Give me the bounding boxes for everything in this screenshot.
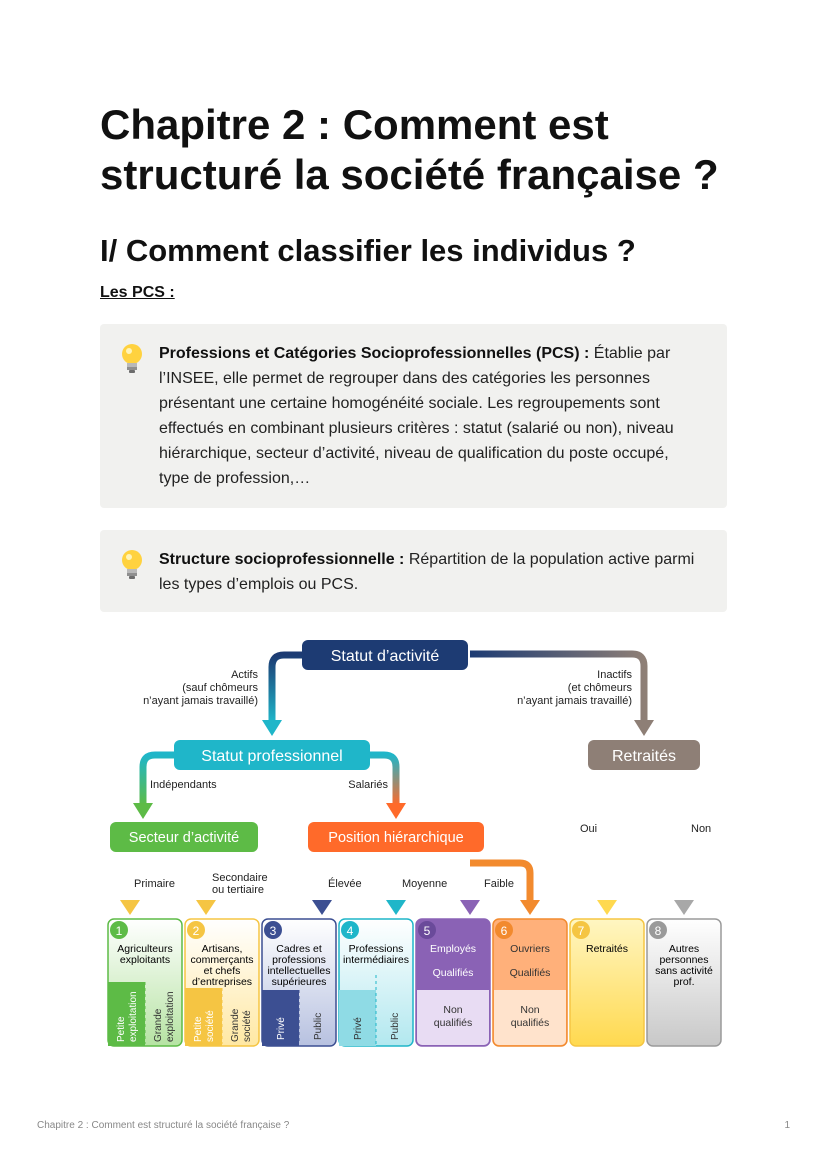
svg-text:2: 2 [193,924,200,938]
svg-text:intellectuelles: intellectuelles [267,965,330,977]
svg-text:intermédiaires: intermédiaires [343,954,409,966]
callout-structure-definition: Structure socioprofessionnelle : Réparti… [100,530,727,612]
svg-text:sans activité: sans activité [655,965,713,977]
pcs-category-3: 3 Cadres et professions intellectuelles … [261,918,337,1047]
svg-text:exploitation: exploitation [128,991,139,1042]
svg-text:Privé: Privé [353,1017,364,1040]
footer-page-number: 1 [784,1120,790,1131]
footer-chapter-title: Chapitre 2 : Comment est structuré la so… [37,1120,290,1131]
label-salaries: Salariés [348,779,388,791]
callout-term: Structure socioprofessionnelle : [159,551,405,568]
connectors [126,650,688,902]
label-inactifs-1: Inactifs [597,669,632,681]
node-secteur-activite: Secteur d’activité [110,822,258,852]
pcs-category-8: 8 Autres personnes sans activité prof. [646,918,722,1047]
svg-text:d’entreprises: d’entreprises [192,976,252,988]
svg-text:Public: Public [390,1013,401,1040]
svg-text:prof.: prof. [673,976,694,988]
svg-text:1: 1 [116,924,123,938]
pcs-diagram: Statut d’activité Statut professionnel R… [107,640,722,1047]
svg-text:exploitation: exploitation [165,991,176,1042]
label-secondaire-2: ou tertiaire [212,884,264,896]
svg-text:société: société [242,1010,253,1042]
label-actifs-1: Actifs [231,669,258,681]
label-secondaire-1: Secondaire [212,872,268,884]
branch-labels: Actifs (sauf chômeurs n’ayant jamais tra… [134,669,711,896]
label-independants: Indépendants [150,779,217,791]
pcs-category-1: 1 Agriculteurs exploitants Petite exploi… [107,918,183,1047]
svg-text:Retraités: Retraités [612,748,676,765]
svg-text:Grande: Grande [230,1008,241,1042]
svg-text:Non: Non [520,1004,539,1016]
svg-text:3: 3 [270,924,277,938]
svg-text:Privé: Privé [276,1017,287,1040]
svg-text:Petite: Petite [116,1016,127,1042]
svg-text:Grande: Grande [153,1008,164,1042]
callout-text: Établie par l’INSEE, elle permet de regr… [159,345,674,487]
svg-text:Statut d’activité: Statut d’activité [331,648,440,665]
node-retraites: Retraités [588,740,700,770]
pcs-category-7: 7 Retraités [569,918,645,1047]
label-actifs-2: (sauf chômeurs [182,682,258,694]
svg-text:Retraités: Retraités [586,943,628,955]
subsection-heading: Les PCS : [100,284,175,301]
svg-text:Professions: Professions [349,943,404,955]
callout-text: Répartition de la population active parm… [159,551,695,593]
svg-text:Agriculteurs: Agriculteurs [117,943,172,955]
svg-text:supérieures: supérieures [272,976,327,988]
page-title: Chapitre 2 : Comment est structuré la so… [100,101,719,198]
svg-text:7: 7 [578,924,585,938]
node-position-hierarchique: Position hiérarchique [308,822,484,852]
pcs-category-2: 2 Artisans, commerçants et chefs d’entre… [184,918,260,1047]
svg-text:Position hiérarchique: Position hiérarchique [328,830,463,846]
label-inactifs-3: n’ayant jamais travaillé) [517,695,632,707]
svg-text:Non: Non [443,1004,462,1016]
svg-text:exploitants: exploitants [120,954,170,966]
svg-text:Ouvriers: Ouvriers [510,943,550,955]
svg-text:et chefs: et chefs [204,965,241,977]
svg-text:4: 4 [347,924,354,938]
svg-text:Statut professionnel: Statut professionnel [201,748,342,765]
label-non: Non [691,823,711,835]
svg-text:5: 5 [424,924,431,938]
svg-text:Cadres et: Cadres et [276,943,322,955]
svg-text:Autres: Autres [669,943,699,955]
label-primaire: Primaire [134,878,175,890]
label-faible: Faible [484,878,514,890]
lightbulb-icon [122,550,142,579]
svg-text:Employés: Employés [430,943,476,955]
svg-text:professions: professions [272,954,326,966]
pcs-category-5: 5 Employés Qualifiés Non qualifiés [415,918,491,1047]
svg-text:Qualifiés: Qualifiés [433,967,474,979]
label-oui: Oui [580,823,597,835]
section-title: I/ Comment classifier les individus ? [100,233,636,268]
label-inactifs-2: (et chômeurs [568,682,633,694]
pcs-category-6: 6 Ouvriers Qualifiés Non qualifiés [492,918,568,1047]
svg-text:Artisans,: Artisans, [202,943,243,955]
pcs-category-4: 4 Professions intermédiaires Privé Publi… [338,918,414,1047]
svg-text:qualifiés: qualifiés [511,1017,550,1029]
svg-text:commerçants: commerçants [190,954,253,966]
lightbulb-icon [122,344,142,373]
svg-text:Qualifiés: Qualifiés [510,967,551,979]
svg-text:personnes: personnes [659,954,708,966]
svg-text:qualifiés: qualifiés [434,1017,473,1029]
svg-text:société: société [205,1010,216,1042]
callout-pcs-definition: Professions et Catégories Socioprofessio… [100,324,727,508]
label-elevee: Élevée [328,877,362,890]
svg-text:8: 8 [655,924,662,938]
callout-term: Professions et Catégories Socioprofessio… [159,345,590,362]
svg-text:6: 6 [501,924,508,938]
node-statut-professionnel: Statut professionnel [174,740,370,770]
svg-text:Public: Public [313,1013,324,1040]
arrowheads [120,720,694,915]
label-actifs-3: n’ayant jamais travaillé) [143,695,258,707]
svg-text:Petite: Petite [193,1016,204,1042]
svg-text:Secteur d’activité: Secteur d’activité [129,830,239,846]
node-statut-activite: Statut d’activité [302,640,468,670]
label-moyenne: Moyenne [402,878,447,890]
